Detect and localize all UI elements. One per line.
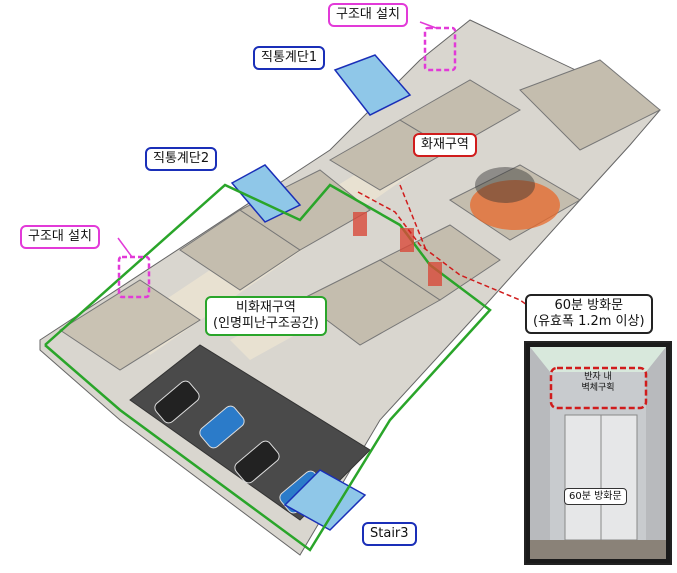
fire-door-inset [524,341,672,565]
stair3-label: Stair3 [362,522,417,546]
firedoor-label: 60분 방화문 (유효폭 1.2m 이상) [525,294,653,334]
nonfire-line2: (인명피난구조공간) [213,316,319,331]
rescue-label-top: 구조대 설치 [328,3,408,27]
stairwells [230,54,412,531]
building-floor [39,19,661,556]
rescue-marker-left [117,255,151,299]
inset-top-line2: 벽체구획 [581,383,615,393]
rescue-label-left: 구조대 설치 [20,225,100,249]
inset-top-line1: 반자 내 [584,372,612,382]
nonfire-line1: 비화재구역 [236,300,296,315]
fire-zone-label: 화재구역 [413,133,477,157]
nonfire-zone-label: 비화재구역 (인명피난구조공간) [205,296,327,336]
stair2-label: 직통계단2 [145,147,218,171]
firedoor-line1: 60분 방화문 [554,298,624,313]
inset-top-tag: 반자 내 벽체구획 [553,372,643,394]
firedoor-leader [357,191,549,321]
stair1-label: 직통계단1 [253,46,326,70]
rescue-marker-top [423,26,457,72]
inset-door-label: 60분 방화문 [564,488,627,505]
firedoor-line2: (유효폭 1.2m 이상) [533,314,645,329]
